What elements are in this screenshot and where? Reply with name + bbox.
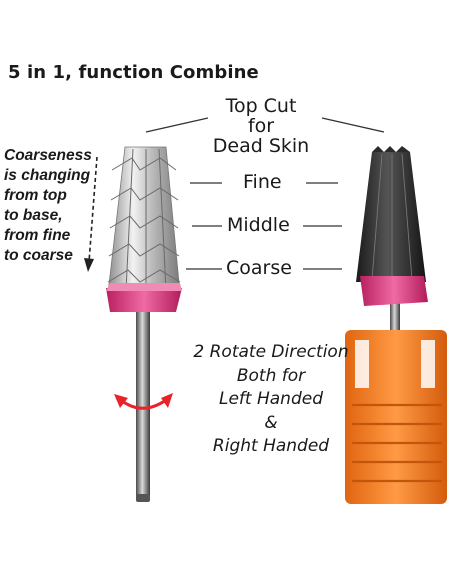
- coarseness-note-line: to coarse: [4, 247, 73, 264]
- coarseness-note: Coarseness is changing from top to base,…: [4, 146, 92, 266]
- coarseness-note-line: is changing: [4, 167, 91, 184]
- orange-bit-holder: [345, 330, 447, 504]
- coarseness-note-line: from fine: [4, 227, 71, 244]
- coarseness-note-line: from top: [4, 187, 67, 204]
- rotate-note-line: Left Handed: [218, 389, 323, 410]
- top-cut-line-2: for: [247, 115, 275, 137]
- label-dashes: [186, 182, 342, 270]
- coarseness-arrow: [84, 156, 98, 272]
- rotate-direction-note: 2 Rotate Direction Both for Left Handed …: [186, 341, 356, 459]
- top-cut-leader-lines: [145, 117, 385, 133]
- top-cut-line-1: Top Cut: [225, 95, 297, 117]
- black-nail-bit: [356, 146, 428, 358]
- rotation-arrow-icon: [114, 393, 173, 410]
- coarse-label: Coarse: [226, 257, 292, 279]
- middle-label: Middle: [227, 214, 290, 236]
- coarseness-note-line: to base,: [4, 207, 63, 224]
- silver-nail-bit: [106, 146, 182, 502]
- top-cut-line-3: Dead Skin: [212, 135, 310, 157]
- rotate-note-line: Both for: [236, 365, 306, 386]
- rotate-note-line: &: [264, 412, 278, 433]
- rotate-note-line: 2 Rotate Direction: [193, 342, 349, 362]
- fine-label: Fine: [243, 171, 282, 193]
- page-title: 5 in 1, function Combine: [8, 62, 259, 83]
- coarseness-note-line: Coarseness: [4, 147, 92, 164]
- top-cut-label: Top Cut for Dead Skin: [206, 96, 316, 156]
- rotate-note-line: Right Handed: [212, 436, 330, 457]
